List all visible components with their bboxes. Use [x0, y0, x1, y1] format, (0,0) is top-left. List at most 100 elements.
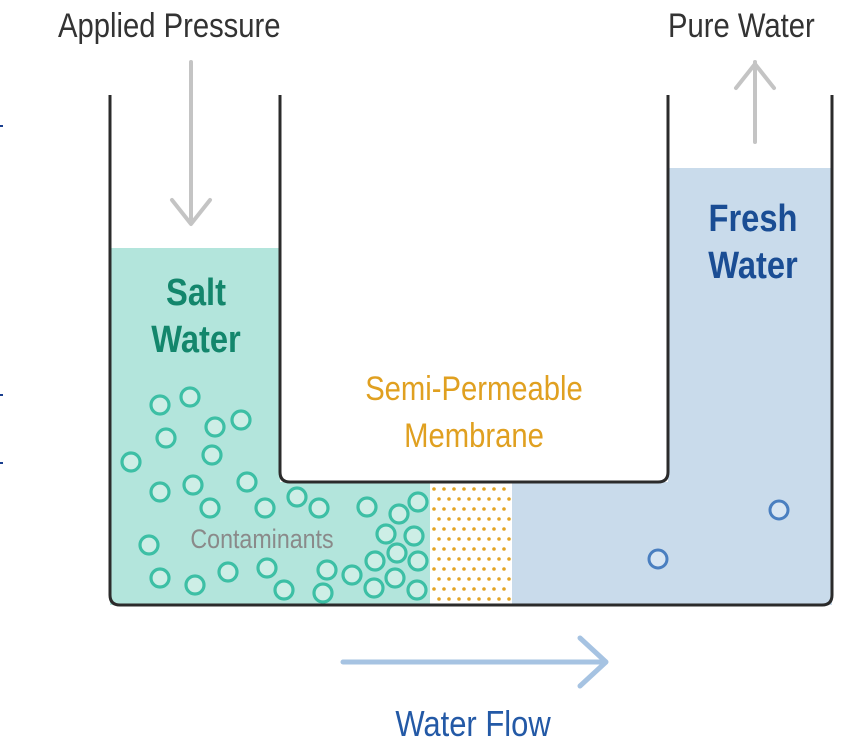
membrane-dot [467, 517, 471, 521]
contaminant-particle [149, 567, 171, 589]
membrane-dot [457, 517, 461, 521]
membrane-dot [457, 577, 461, 581]
membrane-dot [462, 547, 466, 551]
contaminant-particle [273, 579, 295, 601]
membrane-dot [472, 547, 476, 551]
membrane-dot [442, 587, 446, 591]
membrane-dot [487, 497, 491, 501]
membrane-dot [477, 497, 481, 501]
membrane-dot [507, 497, 511, 501]
membrane-dot [432, 487, 436, 491]
membrane-dot [507, 537, 511, 541]
membrane-dot [477, 557, 481, 561]
contaminant-particle [364, 550, 386, 572]
membrane-dot [502, 527, 506, 531]
fresh-particle [768, 499, 790, 521]
membrane-dot [447, 517, 451, 521]
membrane-label-line2: Membrane [404, 416, 544, 455]
membrane-dot [487, 577, 491, 581]
membrane-dot [482, 527, 486, 531]
semi-permeable-membrane [430, 482, 512, 605]
contaminant-particle [363, 577, 385, 599]
contaminant-particle [204, 416, 226, 438]
membrane-dot [452, 547, 456, 551]
salt-water-label-line1: Salt [166, 271, 226, 314]
contaminant-particle [341, 564, 363, 586]
membrane-dot [432, 587, 436, 591]
contaminants-label: Contaminants [190, 524, 333, 554]
membrane-dot [487, 597, 491, 601]
contaminant-particle [201, 444, 223, 466]
membrane-dot [497, 517, 501, 521]
water-flow-label: Water Flow [395, 705, 551, 745]
membrane-dot [442, 487, 446, 491]
membrane-dot [507, 517, 511, 521]
membrane-dot [482, 487, 486, 491]
membrane-dot [477, 577, 481, 581]
contaminant-particle [217, 561, 239, 583]
membrane-dot [442, 547, 446, 551]
contaminant-particle [149, 481, 171, 503]
arrow-down-icon [170, 60, 212, 226]
membrane-dot [432, 507, 436, 511]
membrane-dot [467, 597, 471, 601]
contaminant-particle [403, 525, 425, 547]
membrane-dot [502, 567, 506, 571]
membrane-dot [442, 567, 446, 571]
contaminant-particle [184, 574, 206, 596]
outer-container [108, 95, 834, 607]
membrane-dot [472, 527, 476, 531]
membrane-dot [447, 597, 451, 601]
contaminant-particle [308, 497, 330, 519]
membrane-dot [492, 567, 496, 571]
contaminant-particle [155, 427, 177, 449]
membrane-dot [487, 557, 491, 561]
membrane-dot [497, 497, 501, 501]
contaminant-particle [256, 557, 278, 579]
membrane-dot [507, 597, 511, 601]
membrane-dot [497, 537, 501, 541]
membrane-dot [477, 517, 481, 521]
membrane-dot [467, 557, 471, 561]
inner-divider [278, 95, 670, 484]
membrane-dot [432, 567, 436, 571]
membrane-dot [497, 557, 501, 561]
membrane-dot [432, 527, 436, 531]
membrane-dot [447, 577, 451, 581]
applied-pressure-label: Applied Pressure [58, 6, 281, 45]
arrow-up-icon [734, 60, 776, 144]
contaminant-particle [356, 496, 378, 518]
fresh-water-particles [647, 499, 790, 570]
membrane-dot [497, 577, 501, 581]
membrane-dot [432, 547, 436, 551]
contaminant-particle [407, 491, 429, 513]
membrane-dot [462, 487, 466, 491]
fresh-water-label-line2: Water [708, 244, 798, 287]
membrane-dot [467, 577, 471, 581]
membrane-label-line1: Semi-Permeable [365, 369, 583, 408]
membrane-dot [492, 527, 496, 531]
salt-water-label-line2: Water [151, 318, 241, 361]
contaminant-particle [230, 409, 252, 431]
membrane-dot [467, 497, 471, 501]
membrane-dot [462, 527, 466, 531]
fresh-particle [647, 548, 669, 570]
contaminant-particle [375, 523, 397, 545]
contaminant-particle [316, 559, 338, 581]
membrane-dot [482, 587, 486, 591]
contaminant-particle [312, 582, 334, 604]
membrane-dot [502, 547, 506, 551]
membrane-dot [447, 557, 451, 561]
membrane-dot [492, 587, 496, 591]
membrane-dot [457, 557, 461, 561]
membrane-dot [472, 507, 476, 511]
edge-marks [0, 125, 3, 464]
membrane-dot [487, 537, 491, 541]
membrane-dot [452, 487, 456, 491]
contaminant-particle [406, 579, 428, 601]
membrane-dot [487, 517, 491, 521]
membrane-dot [497, 597, 501, 601]
salt-water-fill [110, 248, 430, 605]
membrane-dot [437, 517, 441, 521]
pure-water-label: Pure Water [668, 6, 815, 45]
